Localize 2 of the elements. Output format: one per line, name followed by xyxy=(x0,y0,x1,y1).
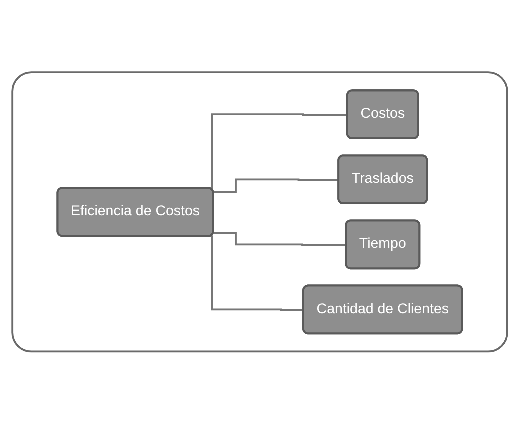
connector xyxy=(214,232,347,246)
connector xyxy=(214,179,340,194)
